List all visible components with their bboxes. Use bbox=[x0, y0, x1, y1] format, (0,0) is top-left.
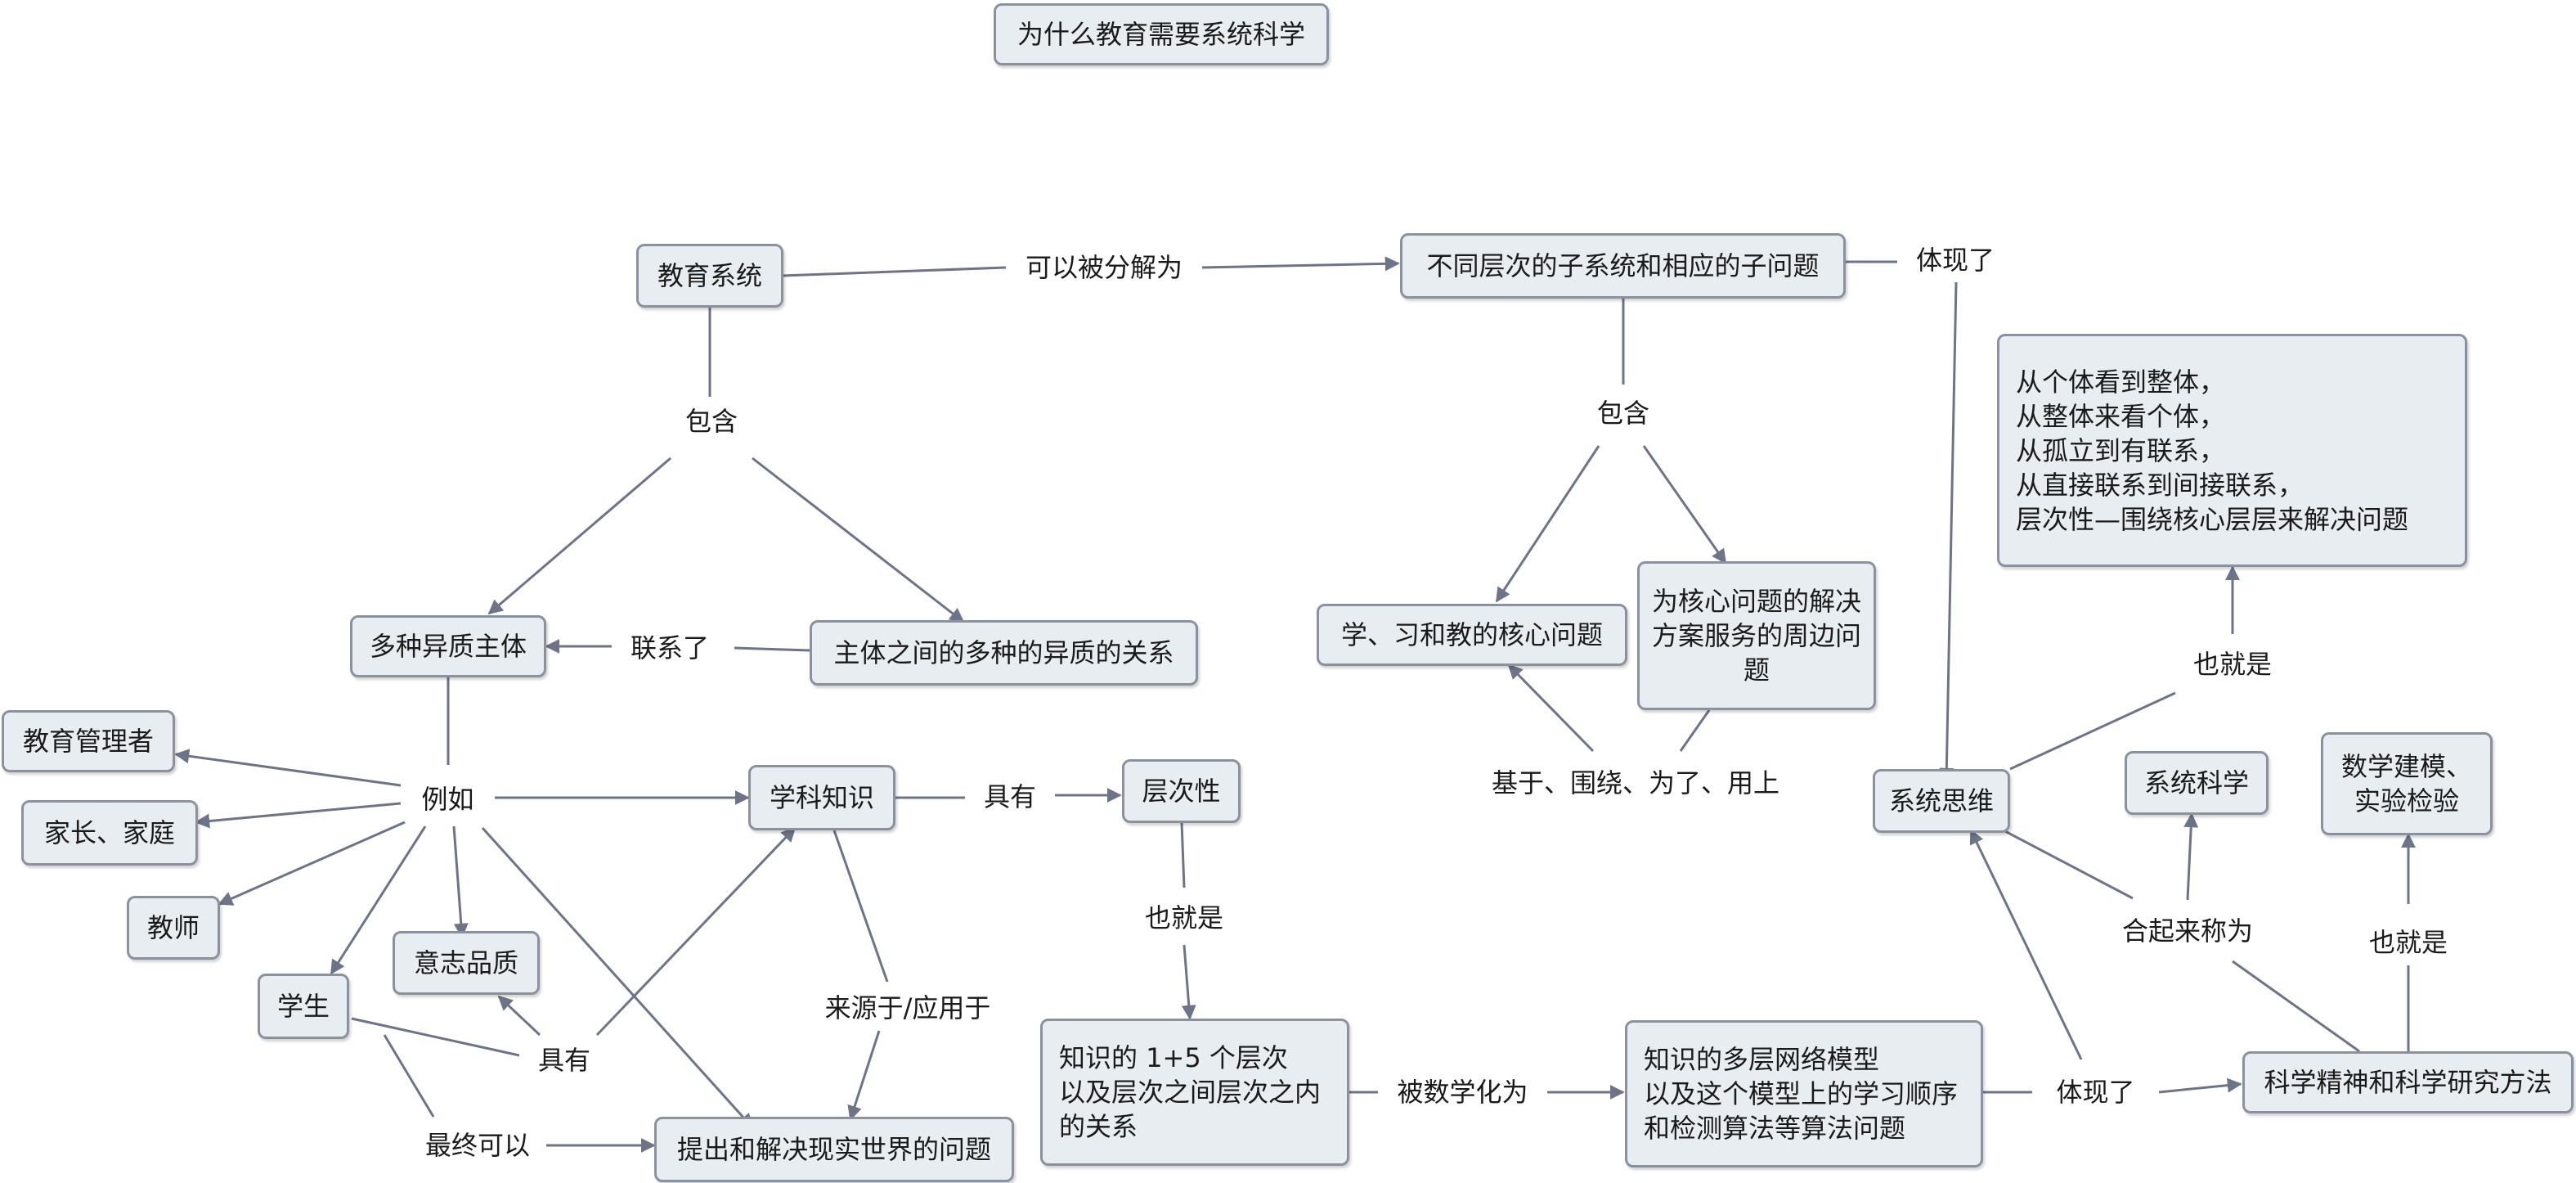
label-embodies-top: 体现了 bbox=[1897, 242, 2013, 278]
node-systems-science: 系统科学 bbox=[2125, 751, 2269, 815]
node-teacher: 教师 bbox=[127, 896, 220, 960]
edge-has-to-knowledge bbox=[595, 826, 797, 1037]
edge-contains-to-core bbox=[1495, 445, 1600, 603]
label-has-bottom: 具有 bbox=[519, 1042, 609, 1078]
node-systems-thinking: 系统思维 bbox=[1873, 769, 2010, 833]
edge-embodies-to-thinking2 bbox=[1969, 829, 2083, 1060]
node-knowledge: 学科知识 bbox=[748, 765, 895, 830]
edge-contains-to-subjects bbox=[487, 457, 671, 615]
label-source-applied: 来源于/应用于 bbox=[801, 990, 1014, 1026]
node-knowledge-levels: 知识的 1+5 个层次 以及层次之间层次之内 的关系 bbox=[1040, 1019, 1349, 1166]
label-based-on: 基于、围绕、为了、用上 bbox=[1472, 765, 1799, 801]
edge-example-to-will bbox=[452, 825, 469, 938]
node-perspective: 从个体看到整体， 从整体来看个体， 从孤立到有联系， 从直接联系到间接联系， 层… bbox=[1997, 334, 2467, 567]
label-that-is-right: 也就是 bbox=[2351, 924, 2466, 960]
edge-edu-to-decomposed bbox=[782, 266, 1007, 277]
edge-embodies-to-science bbox=[2158, 1077, 2242, 1094]
label-contains-right: 包含 bbox=[1582, 395, 1664, 431]
label-that-is-mid: 也就是 bbox=[1127, 900, 1241, 936]
edge-embodies-to-thinking bbox=[1939, 281, 1958, 783]
node-network-model: 知识的多层网络模型 以及这个模型上的学习顺序 和检测算法等算法问题 bbox=[1625, 1020, 1983, 1167]
node-modeling: 数学建模、 实验检验 bbox=[2321, 732, 2493, 835]
edge-together-to-syssci bbox=[2183, 812, 2199, 901]
node-will: 意志品质 bbox=[393, 931, 540, 995]
edge-example-to-admin bbox=[174, 749, 402, 787]
node-relations: 主体之间的多种的异质的关系 bbox=[810, 620, 1198, 686]
node-real-problems: 提出和解决现实世界的问题 bbox=[654, 1117, 1014, 1182]
node-admin: 教育管理者 bbox=[2, 710, 175, 772]
label-eventually: 最终可以 bbox=[409, 1127, 546, 1163]
edge-student-to-eventually bbox=[383, 1034, 435, 1118]
node-parents: 家长、家庭 bbox=[21, 800, 198, 866]
edge-thinking-to-together bbox=[2003, 829, 2134, 900]
edge-has-to-will bbox=[497, 995, 541, 1037]
edge-example-to-student bbox=[330, 825, 427, 975]
edge-example-to-teacher bbox=[218, 821, 406, 906]
edge-contains-to-peripheral bbox=[1642, 445, 1727, 565]
edge-thatis-to-klevels bbox=[1181, 944, 1196, 1020]
node-peripheral: 为核心问题的解决 方案服务的周边问题 bbox=[1637, 561, 1876, 710]
label-connects: 联系了 bbox=[612, 630, 728, 666]
label-that-is-top: 也就是 bbox=[2175, 646, 2290, 682]
node-subsystems: 不同层次的子系统和相应的子问题 bbox=[1400, 233, 1846, 299]
edge-decomposed-to-subsystems bbox=[1201, 256, 1400, 272]
edge-peripheral-to-based bbox=[1679, 709, 1711, 752]
node-edu-system: 教育系统 bbox=[636, 244, 783, 308]
edge-example-to-parents bbox=[195, 802, 402, 829]
edge-contains-to-relations bbox=[752, 457, 965, 623]
edge-thinking-to-thatis bbox=[2009, 691, 2176, 771]
label-contains-left: 包含 bbox=[671, 403, 752, 439]
label-embodies-bottom: 体现了 bbox=[2032, 1074, 2159, 1110]
node-core-problem: 学、习和教的核心问题 bbox=[1317, 604, 1627, 666]
node-scientific-spirit: 科学精神和科学研究方法 bbox=[2242, 1051, 2574, 1113]
edge-science-to-together bbox=[2232, 960, 2360, 1053]
label-for-example: 例如 bbox=[401, 781, 495, 817]
edge-example-to-problems bbox=[481, 826, 754, 1129]
edge-student-to-has bbox=[351, 1017, 520, 1057]
node-subjects: 多种异质主体 bbox=[350, 615, 546, 677]
edge-levels-to-thatis bbox=[1180, 821, 1186, 888]
node-levels: 层次性 bbox=[1122, 759, 1241, 823]
edge-relations-to-connects bbox=[734, 646, 810, 652]
edge-source-to-problems bbox=[847, 1030, 881, 1121]
label-has-levels: 具有 bbox=[965, 779, 1055, 815]
label-decomposed: 可以被分解为 bbox=[1006, 250, 1202, 286]
label-mathematized: 被数学化为 bbox=[1378, 1074, 1547, 1110]
edge-based-to-core bbox=[1507, 663, 1595, 753]
title-node: 为什么教育需要系统科学 bbox=[994, 3, 1329, 65]
label-together-called: 合起来称为 bbox=[2102, 913, 2273, 949]
edge-knowledge-to-source bbox=[832, 830, 889, 983]
node-student: 学生 bbox=[258, 974, 349, 1039]
